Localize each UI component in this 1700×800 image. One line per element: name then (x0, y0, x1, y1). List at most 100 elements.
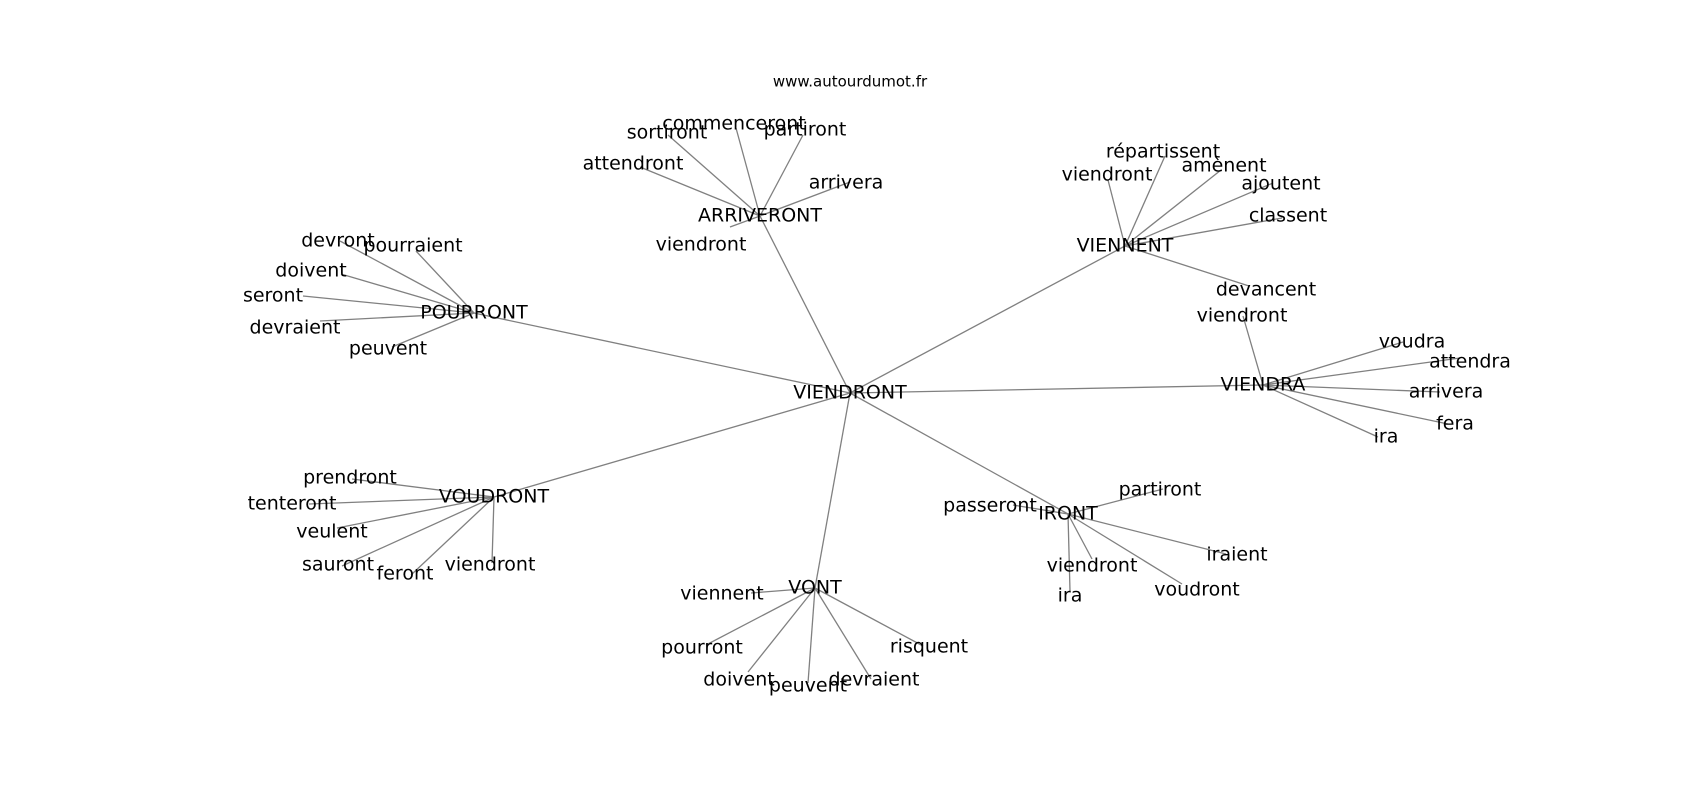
edge-hub-to-leaf (1067, 513, 1093, 560)
leaf-word-node[interactable]: commenceront (662, 113, 805, 135)
leaf-word-node[interactable]: arrivera (1409, 381, 1484, 403)
edge-center-to-hub (849, 384, 1264, 394)
edge-hub-to-leaf (1067, 513, 1071, 592)
leaf-word-node[interactable]: feront (377, 563, 434, 585)
leaf-word-node[interactable]: devraient (250, 317, 341, 339)
leaf-word-node[interactable]: voudront (1154, 579, 1239, 601)
center-word-node[interactable]: VIENDRONT (793, 382, 907, 404)
leaf-word-node[interactable]: tenteront (248, 493, 337, 515)
edge-hub-to-leaf (1124, 182, 1274, 247)
leaf-word-node[interactable]: viendront (1047, 555, 1138, 577)
edge-hub-to-leaf (340, 273, 475, 314)
leaf-word-node[interactable]: ira (1374, 426, 1399, 448)
edge-hub-to-leaf (667, 134, 761, 217)
leaf-word-node[interactable]: veulent (296, 521, 367, 543)
edge-hub-to-leaf (747, 587, 816, 673)
leaf-word-node[interactable]: peuvent (349, 338, 427, 360)
leaf-word-node[interactable]: attendront (583, 153, 684, 175)
edge-hub-to-leaf (1107, 179, 1126, 247)
edge-hub-to-leaf (308, 496, 495, 505)
leaf-word-node[interactable]: ira (1058, 585, 1083, 607)
leaf-word-node[interactable]: peuvent (769, 675, 847, 697)
hub-word-node[interactable]: POURRONT (420, 302, 528, 324)
leaf-word-node[interactable]: viendront (1197, 305, 1288, 327)
leaf-word-node[interactable]: sortiront (627, 122, 708, 144)
leaf-word-node[interactable]: partiront (1119, 479, 1202, 501)
leaf-word-node[interactable]: viendront (1062, 164, 1153, 186)
leaf-word-node[interactable]: doivent (275, 260, 346, 282)
edge-hub-to-leaf (351, 478, 495, 498)
edge-center-to-hub (759, 215, 851, 394)
leaf-word-node[interactable]: classent (1249, 205, 1327, 227)
site-watermark: www.autourdumot.fr (773, 73, 928, 91)
edge-hub-to-leaf (1262, 341, 1404, 386)
edge-hub-to-leaf (639, 166, 761, 217)
edge-hub-to-leaf (814, 587, 872, 680)
edge-hub-to-leaf (814, 587, 924, 647)
leaf-word-node[interactable]: attendra (1429, 351, 1511, 373)
edge-hub-to-leaf (341, 496, 495, 567)
leaf-word-node[interactable]: voudra (1379, 331, 1445, 353)
labels-layer: VIENDRONT ARRIVERONT commencerontsortiront… (243, 113, 1511, 697)
leaf-word-node[interactable]: ajoutent (1241, 173, 1320, 195)
hub-word-node[interactable]: ARRIVERONT (698, 205, 822, 227)
edge-center-to-hub (849, 392, 1069, 515)
edge-hub-to-leaf (705, 587, 816, 646)
edge-hub-to-leaf (735, 127, 761, 217)
edge-center-to-hub (849, 245, 1126, 394)
edges-layer (302, 127, 1461, 684)
leaf-word-node[interactable]: doivent (703, 669, 774, 691)
leaf-word-node[interactable]: pourront (661, 637, 743, 659)
leaf-word-node[interactable]: devancent (1216, 279, 1316, 301)
edge-hub-to-leaf (1262, 357, 1461, 386)
leaf-word-node[interactable]: fera (1436, 413, 1474, 435)
leaf-word-node[interactable]: risquent (890, 636, 968, 658)
edge-hub-to-leaf (1262, 384, 1441, 393)
edge-hub-to-leaf (1124, 217, 1283, 247)
edge-hub-to-leaf (415, 250, 475, 314)
leaf-word-node[interactable]: devraient (829, 669, 920, 691)
edge-hub-to-leaf (1262, 384, 1379, 438)
leaf-word-node[interactable]: amènent (1181, 155, 1266, 177)
edge-hub-to-leaf (807, 587, 816, 684)
leaf-word-node[interactable]: iraient (1206, 544, 1267, 566)
edge-hub-to-leaf (1067, 513, 1183, 585)
leaf-word-node[interactable]: seront (243, 285, 303, 307)
leaf-word-node[interactable]: viennent (680, 583, 763, 605)
leaf-word-node[interactable]: partiront (764, 119, 847, 141)
edge-hub-to-leaf (759, 181, 851, 217)
edge-hub-to-leaf (1124, 169, 1222, 247)
edge-center-to-hub (493, 392, 851, 498)
edge-hub-to-leaf (759, 134, 804, 217)
edge-hub-to-leaf (302, 295, 475, 314)
leaf-word-node[interactable]: pourraient (363, 235, 462, 257)
leaf-word-node[interactable]: devront (301, 230, 375, 252)
edge-hub-to-leaf (1012, 504, 1069, 515)
edge-hub-to-leaf (1124, 155, 1166, 247)
hub-word-node[interactable]: IRONT (1038, 503, 1098, 525)
edge-hub-to-leaf (491, 496, 495, 564)
edge-hub-to-leaf (750, 587, 816, 594)
leaf-word-node[interactable]: passeront (943, 495, 1037, 517)
edge-hub-to-leaf (1067, 488, 1164, 515)
edge-hub-to-leaf (1242, 315, 1264, 386)
leaf-word-node[interactable]: répartissent (1106, 141, 1220, 163)
leaf-word-node[interactable]: sauront (302, 554, 374, 576)
leaf-word-node[interactable]: arrivera (809, 172, 884, 194)
leaf-word-node[interactable]: viendront (656, 234, 747, 256)
hub-word-node[interactable]: VIENNENT (1077, 235, 1174, 257)
edge-hub-to-leaf (391, 312, 475, 348)
edge-center-to-hub (473, 312, 851, 394)
edge-hub-to-leaf (1262, 384, 1449, 425)
hub-word-node[interactable]: VONT (788, 577, 842, 599)
edge-hub-to-leaf (729, 215, 761, 228)
edge-hub-to-leaf (319, 312, 475, 322)
hub-word-node[interactable]: VOUDRONT (439, 486, 550, 508)
edge-hub-to-leaf (1124, 245, 1250, 287)
edge-hub-to-leaf (339, 240, 475, 314)
leaf-word-node[interactable]: prendront (303, 467, 397, 489)
edge-center-to-hub (814, 392, 851, 589)
hub-word-node[interactable]: VIENDRA (1221, 374, 1306, 396)
leaf-word-node[interactable]: viendront (445, 554, 536, 576)
